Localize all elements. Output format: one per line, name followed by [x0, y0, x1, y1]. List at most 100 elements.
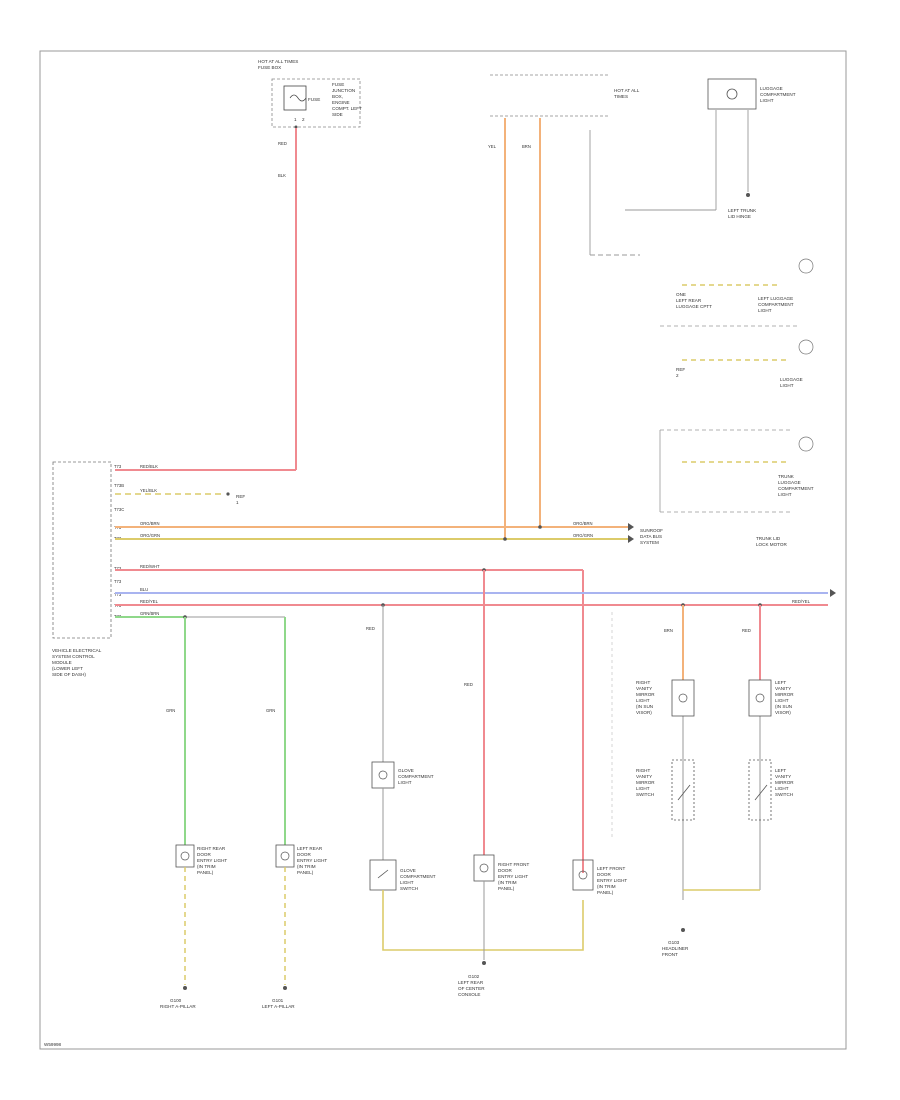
- lamp2-4: PANEL): [297, 870, 314, 875]
- wire-label-v2: BRN: [522, 144, 531, 149]
- v-label-3: RED: [366, 626, 375, 631]
- lamp1-3: (IN TRIM: [197, 864, 216, 869]
- wire-label-main-red: RED/BLK: [140, 464, 158, 469]
- lamp2-0: LEFT REAR: [297, 846, 323, 851]
- wire-orange-bus: ORG/BRN ORG/GRN ORG/BRN ORG/GRN SUNROOF …: [115, 118, 663, 545]
- wire-label-grn2: GRN/BRN: [140, 611, 159, 616]
- lamp-right-rear: RIGHT REAR DOOR ENTRY LIGHT (IN TRIM PAN…: [160, 844, 227, 1009]
- desc-b-1: COMPARTMENT: [758, 302, 794, 307]
- fuse-box-desc-3: ENGINE: [332, 100, 350, 105]
- fuse-pin-b: 2: [302, 117, 305, 122]
- wire-label-org1b: ORG/BRN: [573, 521, 593, 526]
- wire-label-red3: RED/YEL: [140, 599, 159, 604]
- lamp2-3: (IN TRIM: [297, 864, 316, 869]
- lamp5-2: ENTRY LIGHT: [597, 878, 627, 883]
- comp7-0: LEFT: [775, 680, 786, 685]
- desc-a-1: LEFT REAR: [676, 298, 702, 303]
- wire-label-org2b: ORG/GRN: [573, 533, 593, 538]
- fuse-box-header-2: FUSE BOX: [258, 65, 281, 70]
- fuse-box-desc-4: COMPT. LEFT: [332, 106, 362, 111]
- top-right-module: HOT AT ALL TIMES YEL BRN: [488, 74, 640, 256]
- sw7-1: VANITY: [775, 774, 791, 779]
- component-verticals: GRN GRN RED RED BRN RED: [166, 570, 761, 900]
- lamp4-3: (IN TRIM: [498, 880, 517, 885]
- desc-b-2: LIGHT: [758, 308, 772, 313]
- bus-pos-0: HOT AT ALL: [614, 88, 640, 93]
- glove-compartment: GLOVE COMPARTMENT LIGHT GLOVE COMPARTMEN…: [369, 761, 584, 951]
- desc-a-2: LUGGAGE CPTT: [676, 304, 712, 309]
- lamp4-0: RIGHT FRONT: [498, 862, 529, 867]
- desc-c-0: LUGGAGE: [780, 377, 803, 382]
- v-label-5: BRN: [664, 628, 673, 633]
- gnd3-2: OF CENTER: [458, 986, 485, 991]
- lamp4-2: ENTRY LIGHT: [498, 874, 528, 879]
- luggage-light: LUGGAGE COMPARTMENT LIGHT LEFT TRUNK LID…: [625, 78, 796, 219]
- wire-yellow-short: YEL/BLK REF 1: [115, 488, 245, 505]
- fuse-box-header-1: HOT AT ALL TIMES: [258, 59, 298, 64]
- gnd2-0: G101: [272, 998, 284, 1003]
- trunk-lock-0: TRUNK LID: [756, 536, 781, 541]
- gnd3-3: CONSOLE: [458, 992, 480, 997]
- switch3-2: LIGHT: [400, 880, 414, 885]
- module-desc-2: MODULE: [52, 660, 72, 665]
- sw6-1: VANITY: [636, 774, 652, 779]
- lamp-left-front: LEFT FRONT DOOR ENTRY LIGHT (IN TRIM PAN…: [572, 859, 627, 895]
- lamp2-1: DOOR: [297, 852, 311, 857]
- comp7-3: LIGHT: [775, 698, 789, 703]
- module-pin-1: T73B: [114, 483, 124, 488]
- lamp3-0: GLOVE: [398, 768, 414, 773]
- right-side-lamps: ONE LEFT REAR LUGGAGE CPTT LEFT LUGGAGE …: [659, 258, 814, 547]
- sw7-0: LEFT: [775, 768, 786, 773]
- lamp5-0: LEFT FRONT: [597, 866, 625, 871]
- luggage-desc-1: COMPARTMENT: [760, 92, 796, 97]
- module-pin-6: T73: [114, 579, 122, 584]
- sw6-3: LIGHT: [636, 786, 650, 791]
- comp6-2: MIRROR: [636, 692, 655, 697]
- sw7-2: MIRROR: [775, 780, 794, 785]
- sw7-3: LIGHT: [775, 786, 789, 791]
- sw6-0: RIGHT: [636, 768, 650, 773]
- switch3-3: SWITCH: [400, 886, 418, 891]
- window-desc-2: SYSTEM: [640, 540, 659, 545]
- comp7-1: VANITY: [775, 686, 791, 691]
- switch3-0: GLOVE: [400, 868, 416, 873]
- lamp1-4: PANEL): [197, 870, 214, 875]
- switch3-1: COMPARTMENT: [400, 874, 436, 879]
- lamp4-4: PANEL): [498, 886, 515, 891]
- bus-pos-1: TIMES: [614, 94, 628, 99]
- lamp2-2: ENTRY LIGHT: [297, 858, 327, 863]
- desc-b-0: LEFT LUGGAGE: [758, 296, 793, 301]
- v-label-2: GRN: [266, 708, 275, 713]
- comp6-0: RIGHT: [636, 680, 650, 685]
- fuse-box-desc-5: SIDE: [332, 112, 343, 117]
- gnd2-1: LEFT A-PILLAR: [262, 1004, 295, 1009]
- comp6-4: (IN SUN: [636, 704, 653, 709]
- luggage-desc-2: LIGHT: [760, 98, 774, 103]
- wire-label-ylw: YEL/BLK: [140, 488, 157, 493]
- ref1-b: 1: [236, 500, 239, 505]
- fuse-box-desc-1: JUNCTION: [332, 88, 355, 93]
- sw6-4: SWITCH: [636, 792, 654, 797]
- fuse-label: FUSE: [308, 97, 320, 102]
- fuse-pin-a: 1: [294, 117, 297, 122]
- trunk-hinge-0: LEFT TRUNK: [728, 208, 757, 213]
- top-fuse-box: HOT AT ALL TIMES FUSE BOX FUSE 1 2 FUSE …: [258, 59, 362, 129]
- gnd1-0: G100: [170, 998, 182, 1003]
- gnd3-0: G102: [468, 974, 480, 979]
- lamp5-3: (IN TRIM: [597, 884, 616, 889]
- lamp1-1: DOOR: [197, 852, 211, 857]
- lower-bus: RED/WHT BLU RED/YEL GRN/BRN RED/YEL: [115, 564, 836, 873]
- trunk-hinge-1: LID HINGE: [728, 214, 751, 219]
- desc-d-1: LUGGAGE: [778, 480, 801, 485]
- ref2-a: REF: [676, 367, 685, 372]
- fuse-box-desc-0: FUSE: [332, 82, 344, 87]
- wire-label-red2: RED/WHT: [140, 564, 160, 569]
- module-desc-1: SYSTEM CONTROL: [52, 654, 95, 659]
- lamp3-1: COMPARTMENT: [398, 774, 434, 779]
- wire-label-red-top: RED: [278, 141, 287, 146]
- trunk-lock-1: LOCK MOTOR: [756, 542, 787, 547]
- comp6-5: VISOR): [636, 710, 652, 715]
- lamp4-1: DOOR: [498, 868, 512, 873]
- wire-label-blu: BLU: [140, 587, 148, 592]
